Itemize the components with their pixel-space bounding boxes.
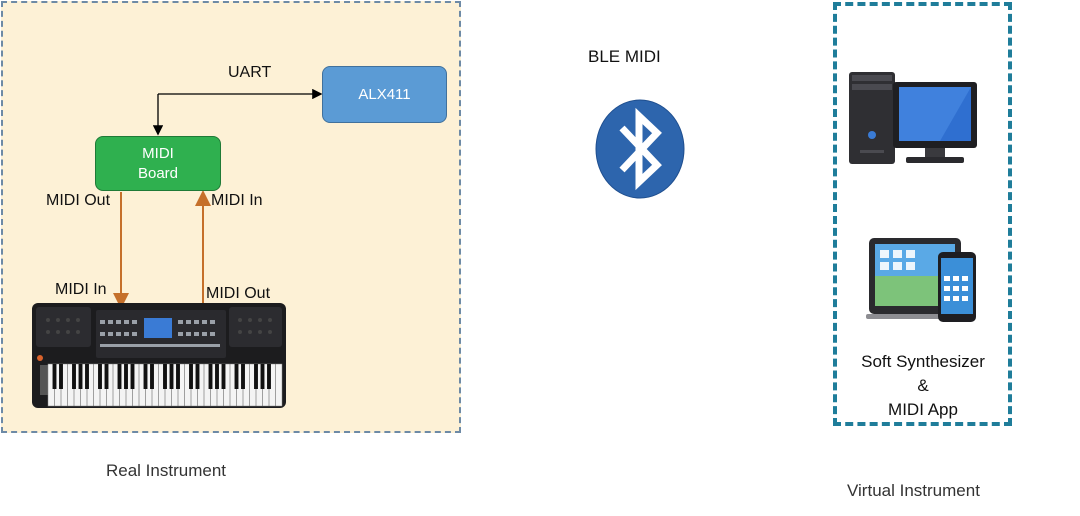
midi-app-label: MIDI App <box>888 400 958 419</box>
alx411-node: ALX411 <box>322 66 447 123</box>
midi-board-node: MIDI Board <box>95 136 221 191</box>
midi-board-line1: MIDI <box>142 144 174 162</box>
virtual-instrument-region <box>833 2 1012 426</box>
midi-board-line2: Board <box>137 164 179 182</box>
virtual-instrument-caption: Virtual Instrument <box>847 481 980 500</box>
soft-synth-label: Soft Synthesizer <box>861 352 985 371</box>
board-midi-out-label: MIDI Out <box>46 192 111 209</box>
board-midi-in-label: MIDI In <box>211 192 263 209</box>
uart-label: UART <box>228 64 272 81</box>
keyboard-midi-out-label: MIDI Out <box>206 285 271 302</box>
ampersand-label: & <box>917 376 929 395</box>
keyboard-midi-in-label: MIDI In <box>55 281 107 298</box>
real-instrument-caption: Real Instrument <box>106 461 226 480</box>
alx411-label: ALX411 <box>358 85 411 103</box>
ble-midi-label: BLE MIDI <box>588 47 661 66</box>
virtual-instrument-description: Soft Synthesizer & MIDI App <box>840 350 1006 422</box>
